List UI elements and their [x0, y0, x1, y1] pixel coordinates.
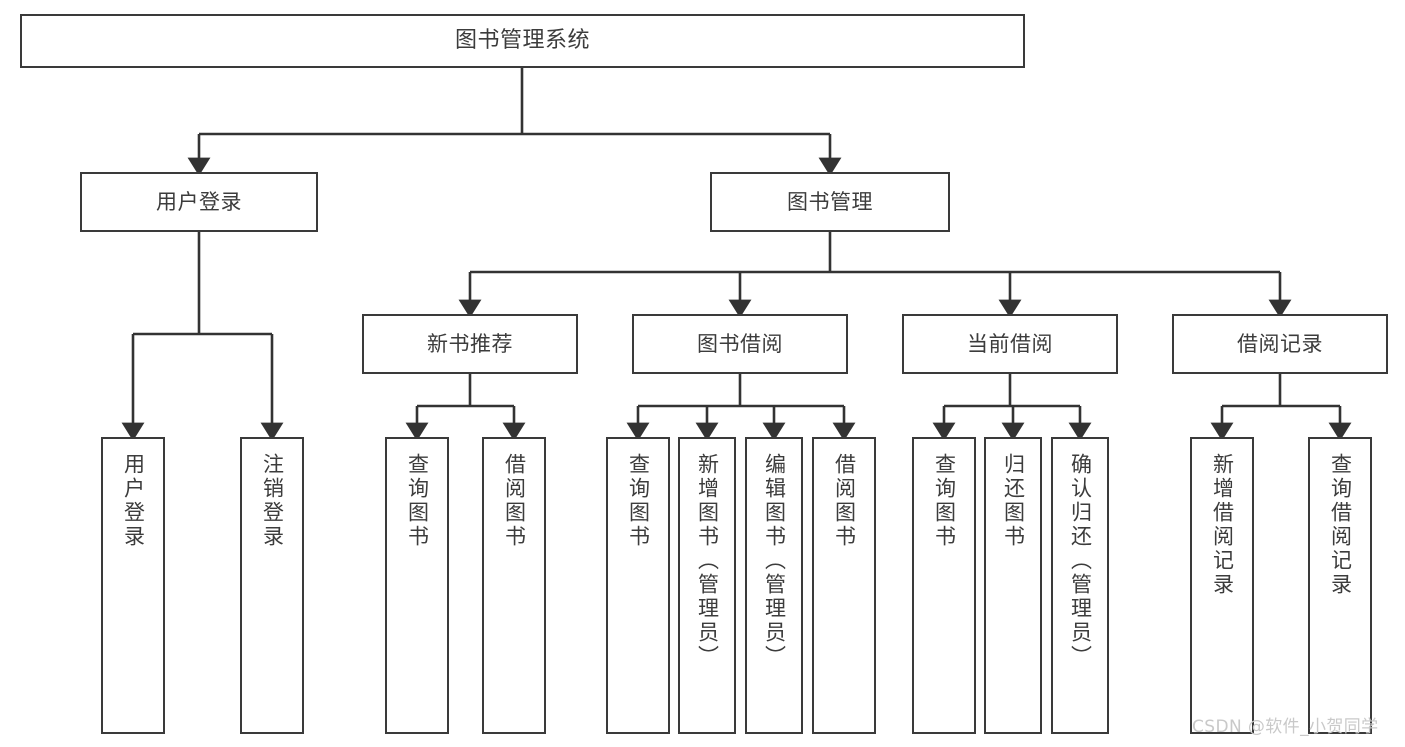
- node-leaf-borrow-book-2-label: 借阅图书: [832, 453, 857, 549]
- node-leaf-query-record-label: 查询借阅记录: [1328, 453, 1353, 597]
- watermark-text: CSDN @软件_小贺同学: [1192, 717, 1379, 737]
- node-leaf-user-login-label: 用户登录: [121, 453, 146, 549]
- node-book-manage[interactable]: 图书管理: [710, 172, 950, 232]
- node-leaf-borrow-book-1[interactable]: 借阅图书: [482, 437, 546, 734]
- node-leaf-borrow-book-1-label: 借阅图书: [502, 453, 527, 549]
- node-leaf-query-record[interactable]: 查询借阅记录: [1308, 437, 1372, 734]
- node-user-login-label: 用户登录: [156, 189, 242, 214]
- node-leaf-add-book-label: 新增图书（管理员）: [695, 453, 720, 669]
- node-leaf-query-book-1[interactable]: 查询图书: [385, 437, 449, 734]
- node-leaf-return-book-label: 归还图书: [1001, 453, 1026, 549]
- node-leaf-user-login[interactable]: 用户登录: [101, 437, 165, 734]
- node-leaf-query-book-1-label: 查询图书: [405, 453, 430, 549]
- node-current-borrow-label: 当前借阅: [967, 331, 1053, 356]
- node-leaf-query-book-2-label: 查询图书: [626, 453, 651, 549]
- node-leaf-query-book-3-label: 查询图书: [932, 453, 957, 549]
- node-root-label: 图书管理系统: [454, 28, 590, 54]
- node-leaf-logout-label: 注销登录: [260, 453, 285, 549]
- node-book-borrow[interactable]: 图书借阅: [632, 314, 848, 374]
- node-leaf-add-record-label: 新增借阅记录: [1210, 453, 1235, 597]
- node-book-manage-label: 图书管理: [787, 189, 873, 214]
- node-leaf-query-book-3[interactable]: 查询图书: [912, 437, 976, 734]
- node-leaf-edit-book[interactable]: 编辑图书（管理员）: [745, 437, 803, 734]
- node-leaf-confirm-return[interactable]: 确认归还（管理员）: [1051, 437, 1109, 734]
- node-book-borrow-label: 图书借阅: [697, 331, 783, 356]
- node-current-borrow[interactable]: 当前借阅: [902, 314, 1118, 374]
- node-borrow-record[interactable]: 借阅记录: [1172, 314, 1388, 374]
- node-leaf-logout[interactable]: 注销登录: [240, 437, 304, 734]
- node-leaf-confirm-return-label: 确认归还（管理员）: [1068, 453, 1093, 669]
- node-leaf-edit-book-label: 编辑图书（管理员）: [762, 453, 787, 669]
- node-new-book-recommend-label: 新书推荐: [427, 331, 513, 356]
- node-leaf-add-record[interactable]: 新增借阅记录: [1190, 437, 1254, 734]
- node-leaf-borrow-book-2[interactable]: 借阅图书: [812, 437, 876, 734]
- node-leaf-add-book[interactable]: 新增图书（管理员）: [678, 437, 736, 734]
- node-leaf-return-book[interactable]: 归还图书: [984, 437, 1042, 734]
- node-user-login[interactable]: 用户登录: [80, 172, 318, 232]
- node-new-book-recommend[interactable]: 新书推荐: [362, 314, 578, 374]
- node-leaf-query-book-2[interactable]: 查询图书: [606, 437, 670, 734]
- node-root[interactable]: 图书管理系统: [20, 14, 1025, 68]
- node-borrow-record-label: 借阅记录: [1237, 331, 1323, 356]
